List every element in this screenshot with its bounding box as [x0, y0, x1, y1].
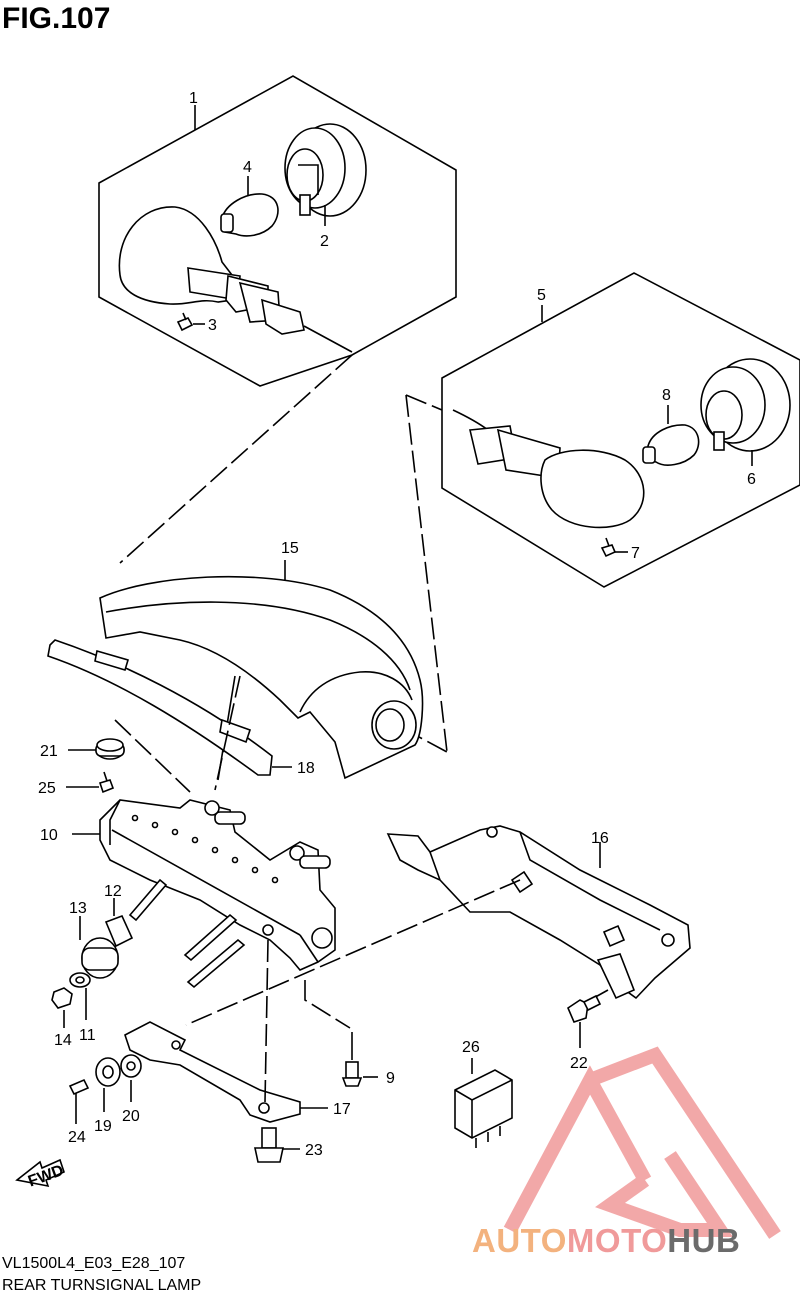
callout-10: 10 — [40, 827, 58, 844]
connection-line-left — [119, 354, 353, 564]
callout-23: 23 — [305, 1142, 323, 1159]
grommet-and-screw — [66, 738, 125, 794]
flange-bolt — [254, 1127, 300, 1163]
watermark-hub: HUB — [667, 1222, 741, 1259]
callout-15: 15 — [281, 540, 299, 557]
callout-19: 19 — [94, 1118, 112, 1135]
relay-bracket — [386, 825, 691, 1000]
callout-4: 4 — [243, 159, 252, 176]
callout-3: 3 — [208, 317, 217, 334]
callout-25: 25 — [38, 780, 56, 797]
callout-14: 14 — [54, 1032, 72, 1049]
callout-12: 12 — [104, 883, 122, 900]
callout-20: 20 — [122, 1108, 140, 1125]
connection-line-right — [405, 394, 443, 411]
figure-caption: REAR TURNSIGNAL LAMP — [2, 1277, 202, 1294]
callout-18: 18 — [297, 760, 315, 777]
callout-8: 8 — [662, 387, 671, 404]
figure-footer: VL1500L4_E03_E28_107 REAR TURNSIGNAL LAM… — [2, 1253, 201, 1297]
fwd-arrow: FWD — [15, 1158, 66, 1191]
callout-7: 7 — [631, 545, 640, 562]
callout-9: 9 — [386, 1070, 395, 1087]
mounting-rubbers — [51, 898, 134, 1028]
callout-16: 16 — [591, 830, 609, 847]
callout-11: 11 — [79, 1027, 96, 1044]
callout-22: 22 — [570, 1055, 588, 1072]
callout-5: 5 — [537, 287, 546, 304]
watermark-moto: MOTO — [566, 1222, 668, 1259]
license-bracket — [72, 799, 336, 971]
left-turnsignal-assembly — [98, 75, 457, 387]
callout-numbers: 1 2 3 4 5 6 7 8 9 10 11 12 13 14 15 16 1… — [38, 90, 756, 1159]
clip-fastener — [567, 994, 602, 1048]
callout-26: 26 — [462, 1039, 480, 1056]
support-plate — [124, 939, 328, 1123]
watermark-auto: AUTO — [472, 1222, 567, 1259]
callout-24: 24 — [68, 1129, 86, 1146]
callout-2: 2 — [320, 233, 329, 250]
figure-title: FIG.107 — [2, 2, 111, 35]
relay — [454, 1058, 513, 1148]
callout-6: 6 — [747, 471, 756, 488]
model-code: VL1500L4_E03_E28_107 — [2, 1255, 186, 1272]
watermark-logo — [503, 1046, 781, 1239]
callout-17: 17 — [333, 1101, 351, 1118]
bolt — [341, 1032, 378, 1087]
collar-washer-screw — [68, 1054, 142, 1124]
watermark-text: AUTOMOTOHUB — [472, 1222, 740, 1260]
callout-21: 21 — [40, 743, 58, 760]
callout-1: 1 — [189, 90, 198, 107]
studs — [128, 878, 246, 989]
callout-13: 13 — [69, 900, 87, 917]
rear-fender — [99, 560, 424, 781]
reflector-strip — [47, 639, 292, 776]
right-turnsignal-assembly — [441, 272, 800, 588]
